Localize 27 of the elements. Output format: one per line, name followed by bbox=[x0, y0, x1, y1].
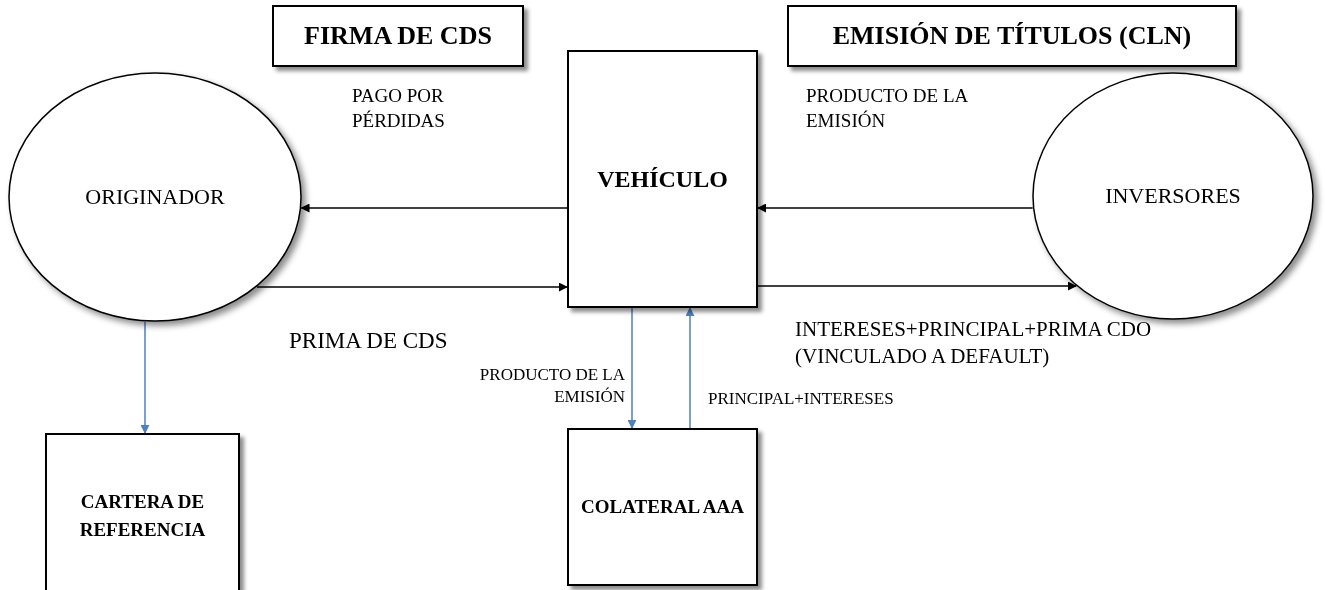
edge-label: PAGO POR PÉRDIDAS bbox=[352, 84, 446, 133]
edge-label: PRIMA DE CDS bbox=[289, 327, 449, 355]
arrow bbox=[685, 307, 695, 429]
arrow bbox=[757, 281, 1077, 291]
process-box bbox=[45, 433, 240, 590]
node-label: EMISIÓN DE TÍTULOS (CLN) bbox=[831, 20, 1193, 53]
arrow bbox=[140, 320, 150, 434]
title-box bbox=[272, 5, 524, 67]
edge-label: INTERESES+PRINCIPAL+PRIMA CDO (VINCULADO A DEFAULT) bbox=[795, 316, 1153, 371]
process-box bbox=[567, 50, 758, 308]
arrow bbox=[757, 203, 1034, 213]
process-box bbox=[567, 428, 758, 586]
arrow bbox=[256, 282, 568, 292]
node-label: INVERSORES bbox=[1104, 182, 1242, 211]
node-label: ORIGINADOR bbox=[84, 183, 226, 212]
node-label: CARTERA DE REFERENCIA bbox=[78, 489, 207, 542]
edge-label: PRODUCTO DE LA EMISIÓN bbox=[806, 84, 969, 133]
title-box bbox=[787, 5, 1237, 67]
entity-ellipse bbox=[1032, 72, 1314, 320]
node-label: COLATERAL AAA bbox=[580, 495, 745, 520]
arrow bbox=[627, 307, 637, 429]
edge-label: PRODUCTO DE LA EMISIÓN bbox=[478, 364, 625, 409]
edge-label: PRINCIPAL+INTERESES bbox=[708, 388, 895, 410]
node-label: VEHÍCULO bbox=[596, 164, 729, 194]
arrow bbox=[300, 203, 568, 213]
entity-ellipse bbox=[8, 72, 302, 322]
node-label: FIRMA DE CDS bbox=[303, 20, 493, 53]
